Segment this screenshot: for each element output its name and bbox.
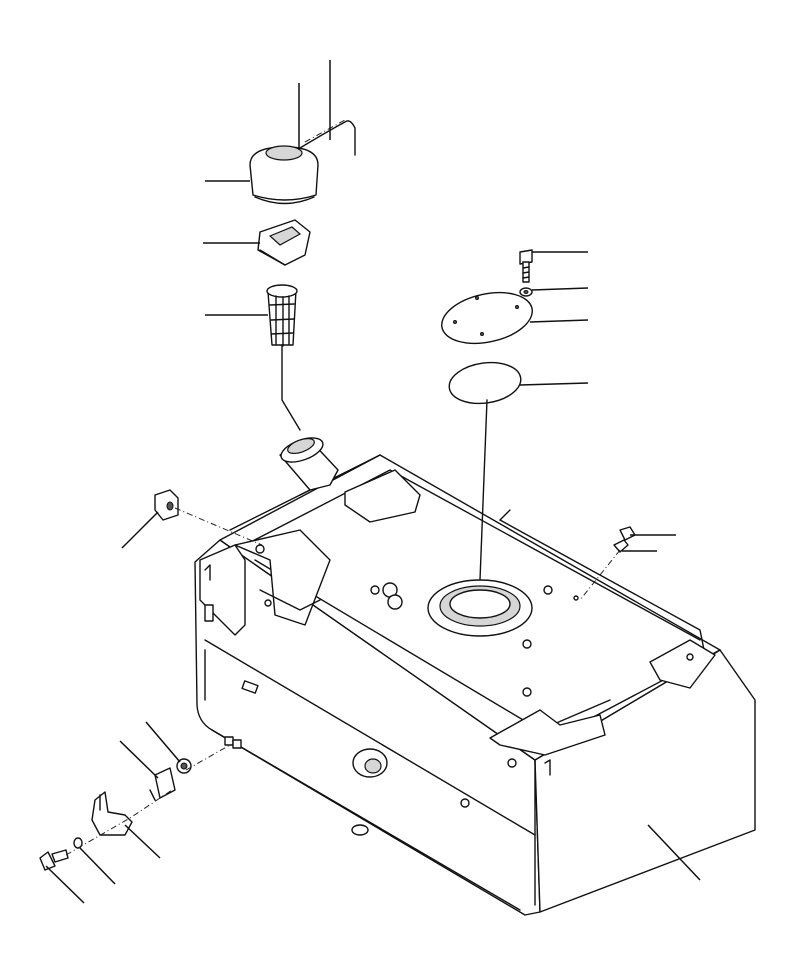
- leader-bracket: [124, 824, 161, 859]
- bolt: [519, 249, 533, 283]
- cap-lock: [257, 219, 311, 266]
- fuel-tank: [194, 454, 756, 916]
- grommet: [154, 489, 179, 521]
- leader-cover: [529, 319, 589, 323]
- leader-tank: [647, 824, 701, 881]
- filler-neck: [279, 437, 339, 496]
- cover-plate: [441, 291, 533, 345]
- leader-washer: [531, 287, 589, 291]
- strainer-filter: [266, 284, 298, 347]
- leader-knob: [145, 721, 181, 763]
- callout-leaders: [45, 60, 701, 904]
- assembly-lines: [65, 344, 621, 856]
- leader-valve: [119, 740, 159, 779]
- plug: [39, 849, 69, 871]
- leader-washer-small: [79, 847, 116, 885]
- cap-chain: [299, 119, 356, 156]
- leader-plug: [45, 865, 85, 904]
- tank-inspection-opening: [427, 579, 533, 637]
- gasket: [448, 361, 522, 405]
- filler-cap: [249, 145, 319, 205]
- drain-fitting: [613, 526, 636, 553]
- leader-gasket: [519, 382, 589, 386]
- bracket: [91, 791, 133, 836]
- drain-valve: [149, 767, 176, 801]
- washer: [519, 287, 533, 297]
- leader-grommet: [121, 511, 159, 549]
